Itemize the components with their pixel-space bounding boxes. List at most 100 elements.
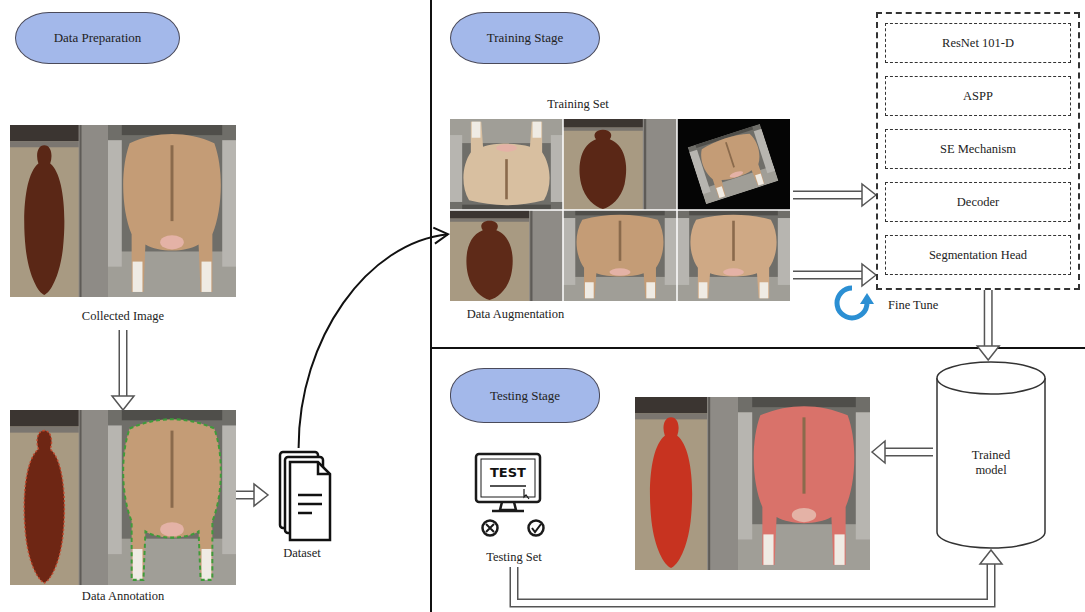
test-icon	[476, 454, 544, 536]
arrow-head	[112, 396, 134, 410]
panel-dividers	[431, 0, 1085, 612]
hollow-arrow	[793, 264, 876, 286]
stage-tab: Training Stage	[450, 12, 600, 64]
test-icon	[532, 524, 541, 532]
hollow-arrow	[514, 550, 1002, 603]
caption-text: TEST	[476, 464, 540, 482]
arrow-head	[980, 550, 1002, 564]
dataset-icon	[280, 452, 330, 540]
panel-dividers	[430, 0, 432, 612]
caption-text: Data Augmentation	[448, 306, 583, 322]
test-icon	[486, 524, 494, 532]
model-box: ResNet 101-DASPPSE MechanismDecoderSegme…	[876, 12, 1080, 290]
result-arrow	[872, 441, 934, 463]
dataset-icon	[290, 462, 330, 540]
image-panel: Data Annotation	[10, 410, 236, 610]
augmented-photos	[688, 124, 779, 205]
arrow-shaft-outer	[119, 330, 128, 397]
arrow-shaft-outer	[984, 290, 993, 347]
result-arrow	[885, 448, 933, 457]
dataset-icon	[298, 512, 312, 515]
dataset-icon	[318, 462, 330, 474]
caption-text: Collected Image	[10, 308, 236, 324]
annotated-photo	[123, 419, 221, 580]
arrow-shaft-outer	[236, 491, 255, 500]
annotated-photo	[10, 410, 236, 585]
arrow-head	[977, 346, 999, 360]
cylinder-body	[937, 378, 1045, 548]
caption-text: Dataset	[268, 545, 336, 561]
arrow-shaft-inner	[236, 492, 255, 498]
annotated-photo	[123, 419, 221, 580]
augmented-photos	[450, 119, 790, 301]
arrow-shaft-inner	[120, 330, 126, 397]
segmentation-results	[635, 397, 738, 570]
caption-text: Trained model	[956, 448, 1026, 478]
collected-photo	[10, 125, 108, 297]
stage-title: Training Stage	[487, 30, 563, 46]
arrow-head	[862, 264, 876, 286]
stage-title: Testing Stage	[490, 388, 560, 404]
result-arrow	[872, 441, 885, 463]
icon-node: TEST Testing Set	[468, 452, 560, 567]
augmented-photos	[688, 124, 779, 205]
test-icon	[524, 489, 529, 499]
collected-photo	[108, 125, 236, 297]
arrow-head	[862, 184, 876, 206]
arrow-shaft-outer	[793, 271, 863, 280]
dataset-icon	[298, 503, 322, 506]
hollow-arrow	[793, 184, 876, 206]
curve-line	[299, 234, 448, 448]
test-icon	[529, 521, 544, 536]
stage-title: Data Preparation	[54, 30, 142, 46]
curved-arrow	[299, 228, 448, 448]
test-icon	[483, 521, 498, 536]
arrow-shaft-inner	[514, 563, 991, 603]
model-cylinder: Trained model	[935, 360, 1047, 550]
cylinder-top	[937, 362, 1045, 394]
annotated-photo	[24, 431, 64, 583]
stage-tab: Testing Stage	[450, 368, 600, 423]
result-arrow	[884, 449, 934, 455]
arrow-shaft-outer	[793, 191, 863, 200]
layer-label: Decoder	[885, 182, 1071, 222]
caption-text: Testing Set	[468, 549, 560, 565]
arrow-head	[433, 228, 448, 244]
arrow-shaft-inner	[985, 290, 991, 347]
arrow-shaft-outer	[514, 563, 991, 603]
image-panel: Training SetData Augmentation	[448, 95, 793, 327]
layer-label: ResNet 101-D	[885, 23, 1071, 63]
augmented-photos	[450, 119, 790, 301]
hollow-arrow	[112, 330, 134, 410]
augmented-photos	[450, 119, 563, 210]
annotated-photo	[108, 410, 236, 585]
test-icon	[492, 510, 524, 513]
fine-tune-icon	[860, 293, 874, 304]
segmentation-results	[635, 397, 870, 570]
icon-node: Dataset	[268, 448, 336, 566]
test-icon	[476, 454, 540, 502]
image-panel: Collected Image	[10, 125, 236, 330]
arrow-shaft-inner	[793, 272, 863, 278]
test-icon	[500, 502, 516, 510]
augmented-photos	[450, 210, 563, 301]
arrow-shaft-inner	[793, 192, 863, 198]
augmented-photos	[450, 119, 563, 210]
augmented-photos	[677, 210, 790, 301]
layer-label: Segmentation Head	[885, 235, 1071, 275]
annotated-photo	[10, 410, 108, 585]
annotated-photo	[24, 431, 64, 583]
caption-text: Data Annotation	[10, 588, 236, 604]
augmented-photos	[677, 119, 790, 210]
segmentation-results	[738, 397, 870, 570]
dataset-icon	[298, 494, 322, 497]
hollow-arrow	[977, 290, 999, 360]
stage-tab: Data Preparation	[15, 12, 180, 64]
collected-photo	[10, 125, 236, 297]
test-icon	[490, 485, 526, 487]
augmented-photos	[563, 119, 677, 210]
hollow-arrow	[236, 484, 268, 506]
caption-text: Training Set	[528, 96, 628, 112]
augmented-photos	[450, 209, 790, 211]
